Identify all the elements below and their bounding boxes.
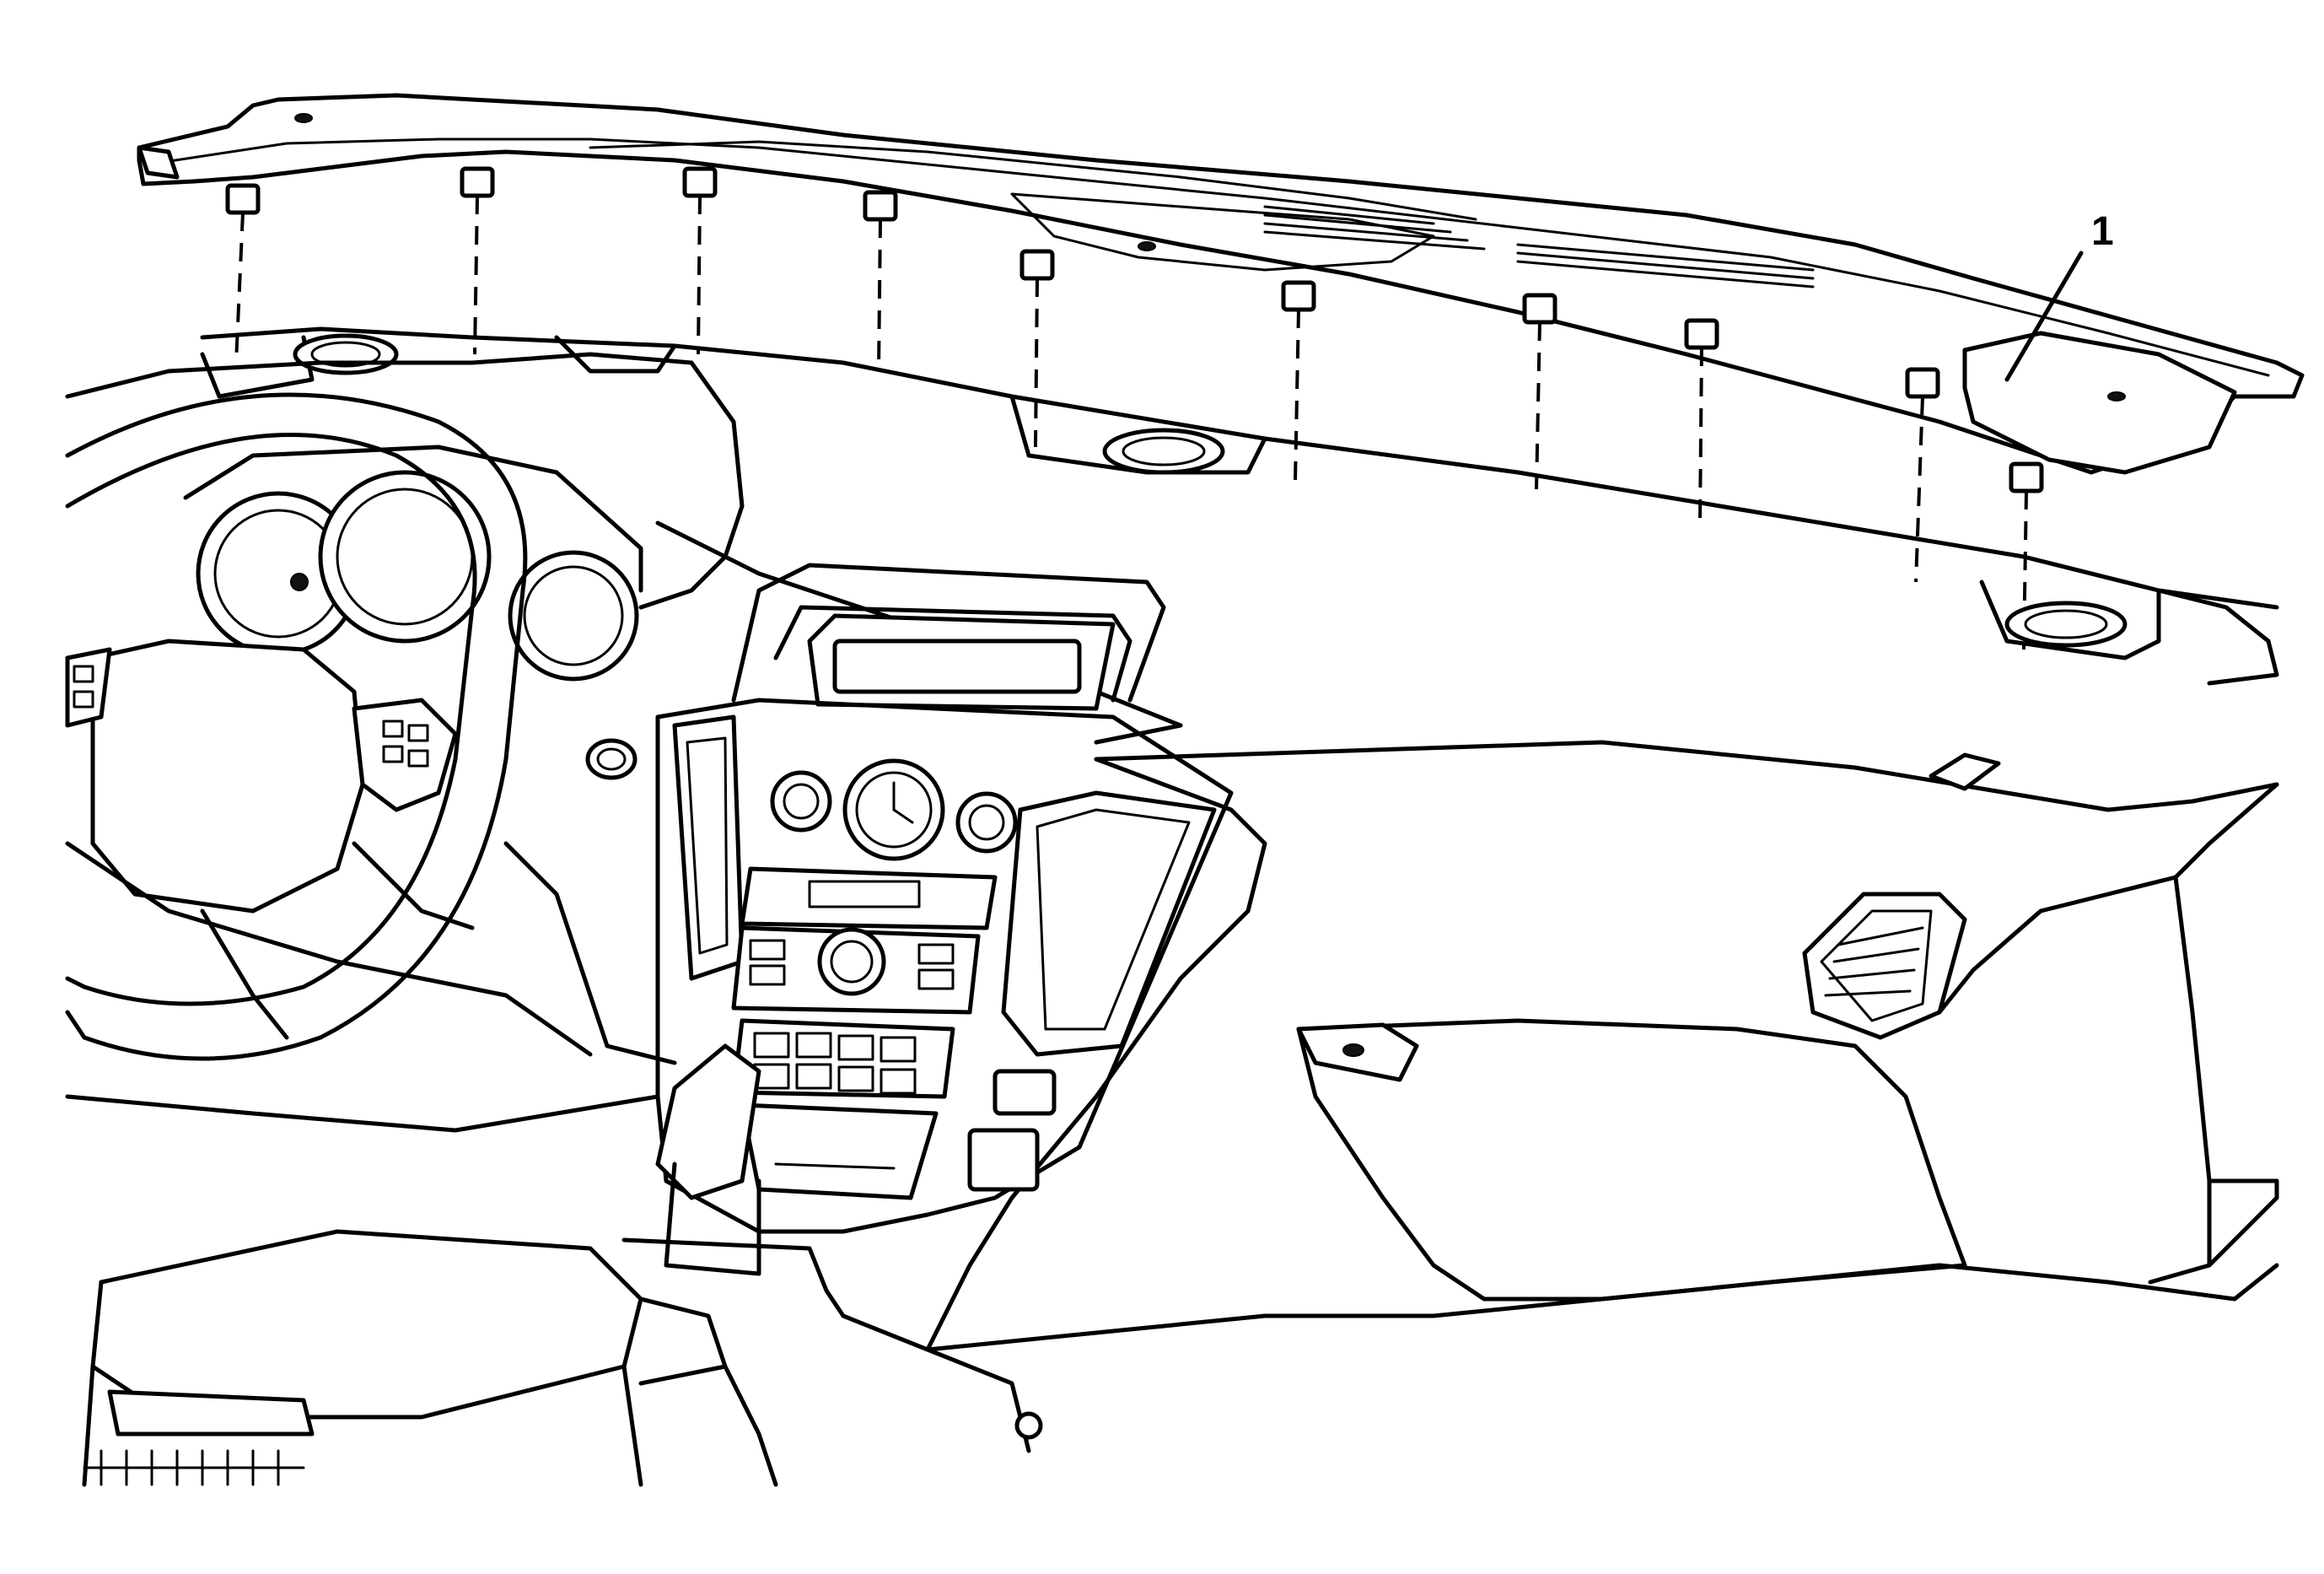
upper-trim-panel [137,93,2305,475]
instrument-cluster [183,445,643,682]
clip-10 [2009,461,2044,493]
clip-4 [863,190,898,222]
speedometer [318,470,492,644]
airbag-module [90,639,365,914]
callout-1-label: 1 [2091,209,2114,254]
trim-panel-clips [225,166,2044,493]
clip-3 [682,166,718,198]
clip-2 [460,166,495,198]
callout-1: 1 [2004,209,2114,382]
driver-side-area [65,738,677,1133]
armrest [90,1229,643,1420]
clip-9 [1905,367,1940,399]
shift-knob [655,1043,761,1200]
steering-wheel [65,392,528,1061]
clip-6 [1281,280,1316,312]
left-knob [770,770,832,833]
gauge-right [508,550,639,682]
floor-console [82,1043,1043,1487]
right-knob [955,791,1018,854]
passenger-air-vent [1802,752,2001,1040]
clip-7 [1522,293,1557,325]
volume-knob [817,927,886,996]
display-screen [832,639,1082,694]
center-stack [655,563,1234,1234]
clip-5 [1019,249,1055,281]
clip-8 [1684,318,1719,350]
glove-box [1296,1018,1967,1302]
driver-vent [585,738,637,780]
clip-1 [225,183,261,215]
